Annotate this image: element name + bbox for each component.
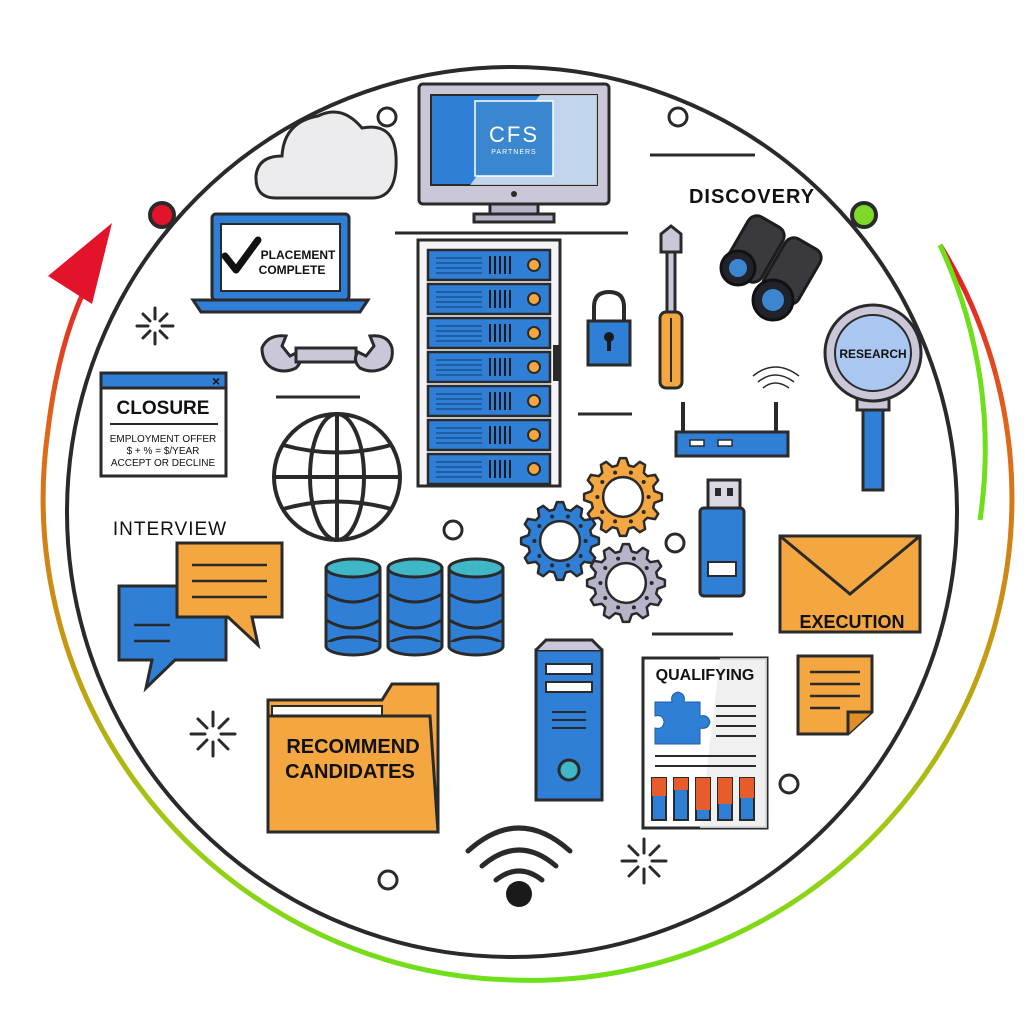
stage-research: RESEARCH: [839, 347, 906, 361]
company-logo: CFS PARTNERS: [474, 100, 554, 177]
tower-pc-icon: [534, 638, 604, 802]
stage-closure: CLOSURE: [117, 398, 210, 419]
globe-icon: [272, 412, 402, 542]
logo-text-sub: PARTNERS: [491, 149, 536, 156]
checkmark-icon: [221, 236, 262, 274]
monitor-icon: CFS PARTNERS: [417, 82, 611, 224]
rack-unit: [426, 452, 552, 486]
padlock-icon: [586, 289, 632, 367]
gear-icon: [582, 456, 664, 538]
end-dot: [148, 201, 176, 229]
start-dot: [850, 201, 878, 229]
gears-icon: [519, 456, 667, 624]
database-stack: [447, 557, 505, 657]
gear-icon: [585, 542, 667, 624]
database-icon: [324, 557, 505, 657]
sparkle-icon: [135, 306, 668, 885]
closure-detail-1: EMPLOYMENT OFFER: [110, 434, 217, 445]
stage-discovery: DISCOVERY: [689, 186, 815, 208]
recommend-label-2: CANDIDATES: [285, 761, 415, 783]
recommend-label-1: RECOMMEND: [286, 736, 419, 758]
database-stack: [324, 557, 382, 657]
envelope-icon: EXECUTION: [778, 534, 922, 634]
placement-label-1: PLACEMENT: [261, 248, 336, 262]
sticky-note-icon: [796, 654, 874, 736]
stage-execution: EXECUTION: [799, 612, 904, 632]
rack-unit: [426, 418, 552, 452]
stage-interview: INTERVIEW: [113, 519, 227, 540]
closure-detail-3: ACCEPT OR DECLINE: [111, 458, 216, 469]
database-stack: [386, 557, 444, 657]
arrowhead-icon: [48, 223, 112, 304]
folder-icon: RECOMMEND CANDIDATES: [266, 682, 440, 834]
rack-unit: [426, 316, 552, 350]
gear-icon: [519, 500, 601, 582]
server-rack-icon: [416, 238, 562, 488]
router-icon: [674, 366, 800, 458]
rack-unit: [426, 282, 552, 316]
laptop-icon: PLACEMENT COMPLETE: [190, 212, 371, 314]
cloud-icon: [254, 110, 398, 200]
document-icon: QUALIFYING: [641, 656, 769, 830]
stage-qualifying: QUALIFYING: [656, 667, 755, 684]
mini-bar-chart: [651, 777, 755, 821]
screwdriver-icon: [658, 224, 684, 390]
puzzle-piece-icon: [654, 691, 711, 745]
placement-label-2: COMPLETE: [259, 263, 326, 277]
rack-unit: [426, 248, 552, 282]
usb-drive-icon: [698, 478, 746, 598]
closure-detail-2: $ + % = $/YEAR: [127, 446, 200, 457]
rack-unit: [426, 350, 552, 384]
wifi-icon: [465, 825, 573, 907]
magnifier-icon: RESEARCH: [823, 303, 923, 492]
rack-unit: [426, 384, 552, 418]
close-icon: ×: [212, 373, 220, 389]
decor: [276, 106, 800, 891]
binoculars-icon: [719, 214, 823, 322]
chat-bubbles-icon: [117, 541, 284, 693]
wrench-icon: [260, 334, 394, 373]
logo-text-main: CFS: [489, 122, 539, 147]
progress-arc: [40, 223, 1015, 983]
closure-window: × CLOSURE EMPLOYMENT OFFER $ + % = $/YEA…: [99, 371, 228, 478]
